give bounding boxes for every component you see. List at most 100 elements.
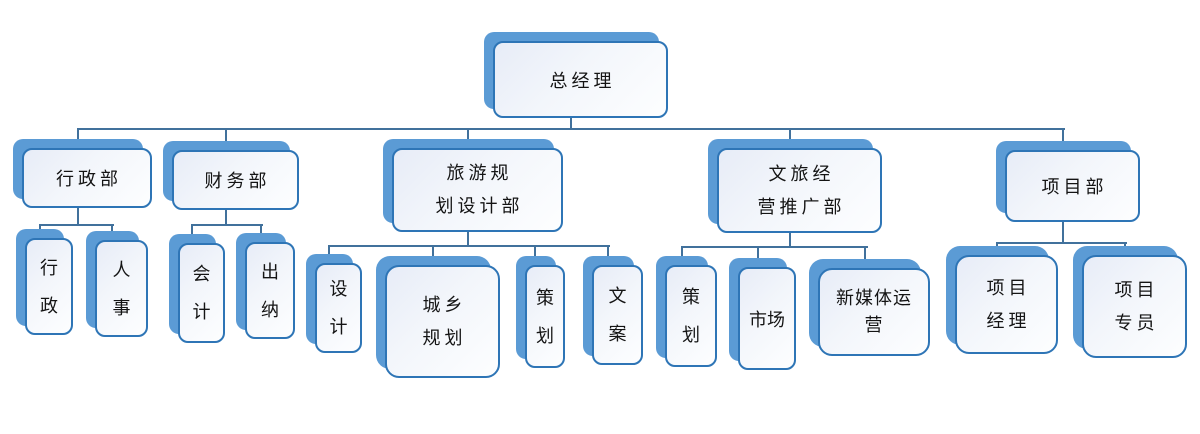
connector-culture-stem [789,231,791,248]
connector-drop-cashier [260,224,262,235]
node-label-line: 策 [682,287,700,307]
node-label: 总经理 [549,70,616,91]
node-label-line: 文 [608,286,627,306]
connector-drop-urban-rural-planning [432,245,434,258]
connector-drop-planning-b [681,246,683,258]
node-box: 人 事 [95,240,148,337]
node-box: 市场 [738,267,796,370]
node-label-line: 设 [329,279,348,299]
node-project-manager: 项目 经理 [946,246,1058,354]
node-admin: 行 政 [16,229,73,335]
connector-drop-admin [39,224,41,231]
node-box: 会 计 [178,243,225,343]
connector-drop-admin-dept [77,128,79,140]
node-copywriting: 文 案 [583,256,643,365]
node-project-dept: 项目部 [996,141,1140,222]
node-box: 文旅经 营推广部 [717,148,882,233]
node-project-specialist: 项目 专员 [1073,246,1187,358]
node-label-line: 划 [682,325,700,345]
node-box: 出 纳 [245,242,295,339]
node-new-media-operation: 新媒体运 营 [809,259,930,356]
node-box: 项目 经理 [955,255,1058,354]
node-label-line: 人 [112,259,131,280]
node-box: 新媒体运 营 [818,268,930,356]
connector-drop-finance-dept [225,128,227,142]
node-label: 项目部 [1041,177,1108,197]
node-market: 市场 [729,258,796,370]
connector-tourism-bracket [328,245,610,247]
connector-drop-project-specialist [1124,242,1126,248]
node-label-line: 项目 [1114,279,1159,300]
node-finance-dept: 财务部 [163,141,299,210]
node-box: 行政部 [22,148,152,208]
node-design: 设 计 [306,254,362,353]
connector-drop-market [757,246,759,260]
connector-drop-project-manager [996,242,998,248]
node-hr: 人 事 [86,231,148,337]
node-box: 设 计 [315,263,362,353]
connector-drop-tourism-dept [467,128,469,140]
node-label-line: 项目 [986,277,1031,298]
connector-culture-bracket [681,246,868,248]
connector-tourism-stem [467,230,469,247]
connector-drop-accounting [191,224,193,236]
node-box: 文 案 [592,265,643,365]
connector-drop-copywriting [607,245,609,258]
connector-admin-stem [77,206,79,226]
node-label-line: 新媒体运 [836,288,912,308]
node-label-line: 事 [112,297,131,318]
connector-project-bracket [996,242,1127,244]
connector-drop-hr [111,224,113,233]
node-label-line: 划 [536,325,554,346]
connector-main-line [77,128,1065,130]
node-label-line: 出 [261,261,279,282]
node-cashier: 出 纳 [236,233,295,339]
node-box: 总经理 [493,41,668,118]
node-label-line: 专员 [1114,312,1159,333]
connector-drop-design [328,245,330,256]
node-box: 项目 专员 [1082,255,1187,358]
node-planning-b: 策 划 [656,256,717,367]
node-label-line: 规划 [422,327,467,348]
node-box: 财务部 [172,150,299,210]
node-general-manager: 总经理 [484,32,668,118]
node-label-line: 营推广部 [757,196,846,217]
node-accounting: 会 计 [169,234,225,343]
node-box: 旅游规 划设计部 [392,148,563,232]
node-label: 行政部 [56,169,122,189]
node-label-line: 经理 [986,310,1031,331]
node-label-line: 行 [40,257,58,278]
node-planning-a: 策 划 [516,256,565,368]
node-label-line: 营 [864,315,884,335]
node-label-line: 计 [192,302,211,322]
node-box: 策 划 [525,265,565,368]
node-label-line: 旅游规 [446,163,513,183]
node-label-line: 计 [329,317,348,337]
node-box: 城乡 规划 [385,265,500,378]
node-admin-dept: 行政部 [13,139,152,208]
connector-finance-stem [225,208,227,226]
node-label-line: 案 [608,324,627,344]
node-label: 财务部 [204,171,271,191]
connector-finance-bracket [191,224,263,226]
connector-drop-project-dept [1062,128,1064,142]
connector-drop-culture-dept [789,128,791,140]
connector-drop-planning-a [534,245,536,258]
node-culture-tourism-promotion-dept: 文旅经 营推广部 [708,139,882,233]
connector-admin-bracket [39,224,114,226]
node-label: 市场 [749,309,785,330]
connector-root-stem [570,118,572,130]
node-label-line: 政 [40,295,58,316]
connector-project-stem [1062,220,1064,244]
node-box: 项目部 [1005,150,1140,222]
node-box: 行 政 [25,238,73,335]
node-box: 策 划 [665,265,717,367]
node-label-line: 会 [192,264,211,284]
node-urban-rural-planning: 城乡 规划 [376,256,500,378]
node-tourism-planning-design-dept: 旅游规 划设计部 [383,139,563,232]
node-label-line: 城乡 [422,294,467,315]
connector-drop-new-media [864,246,866,261]
node-label-line: 文旅经 [768,163,835,184]
node-label-line: 划设计部 [435,196,524,216]
